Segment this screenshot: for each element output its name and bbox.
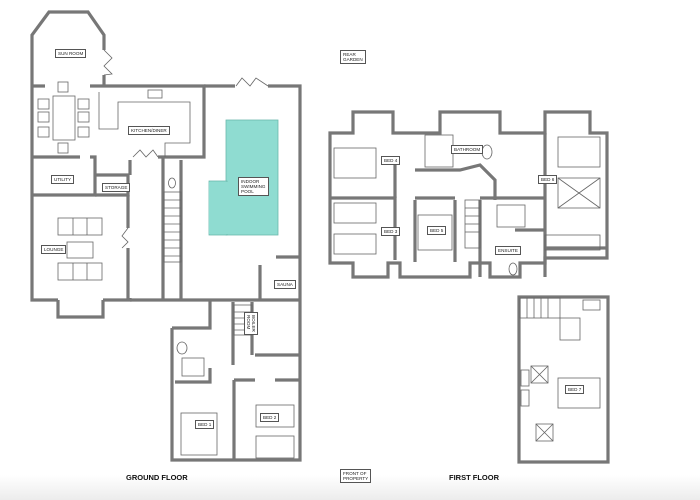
label-sauna: SAUNA	[274, 280, 296, 289]
label-indoor-pool: INDOOR SWIMMING POOL	[238, 177, 269, 196]
first-floor-annex-plan	[517, 295, 610, 464]
label-storage: STORAGE	[102, 183, 131, 192]
label-boiler-room: BOILER ROOM	[244, 312, 258, 335]
label-bed-6: BED 6	[538, 175, 558, 184]
label-bed-1: BED 1	[195, 420, 215, 429]
ground-floor-plan	[30, 10, 302, 462]
label-bathroom: BATHROOM	[451, 145, 484, 154]
label-sun-room: SUN ROOM	[55, 49, 87, 58]
label-ensuite: ENSUITE	[495, 246, 521, 255]
ground-floor-title: GROUND FLOOR	[126, 473, 188, 482]
label-lounge: LOUNGE	[41, 245, 67, 254]
label-bed-7: BED 7	[565, 385, 585, 394]
first-floor-plan	[328, 110, 609, 279]
label-bed-5: BED 5	[427, 226, 447, 235]
label-bed-4: BED 4	[381, 156, 401, 165]
label-front-of-property: FRONT OF PROPERTY	[340, 469, 372, 483]
label-utility: UTILITY	[51, 175, 75, 184]
label-kitchen-diner: KITCHEN/DINER	[128, 126, 170, 135]
label-rear-garden: REAR GARDEN	[340, 50, 366, 64]
label-bed-3: BED 3	[381, 227, 401, 236]
first-floor-title: FIRST FLOOR	[449, 473, 499, 482]
label-bed-2: BED 2	[260, 413, 280, 422]
